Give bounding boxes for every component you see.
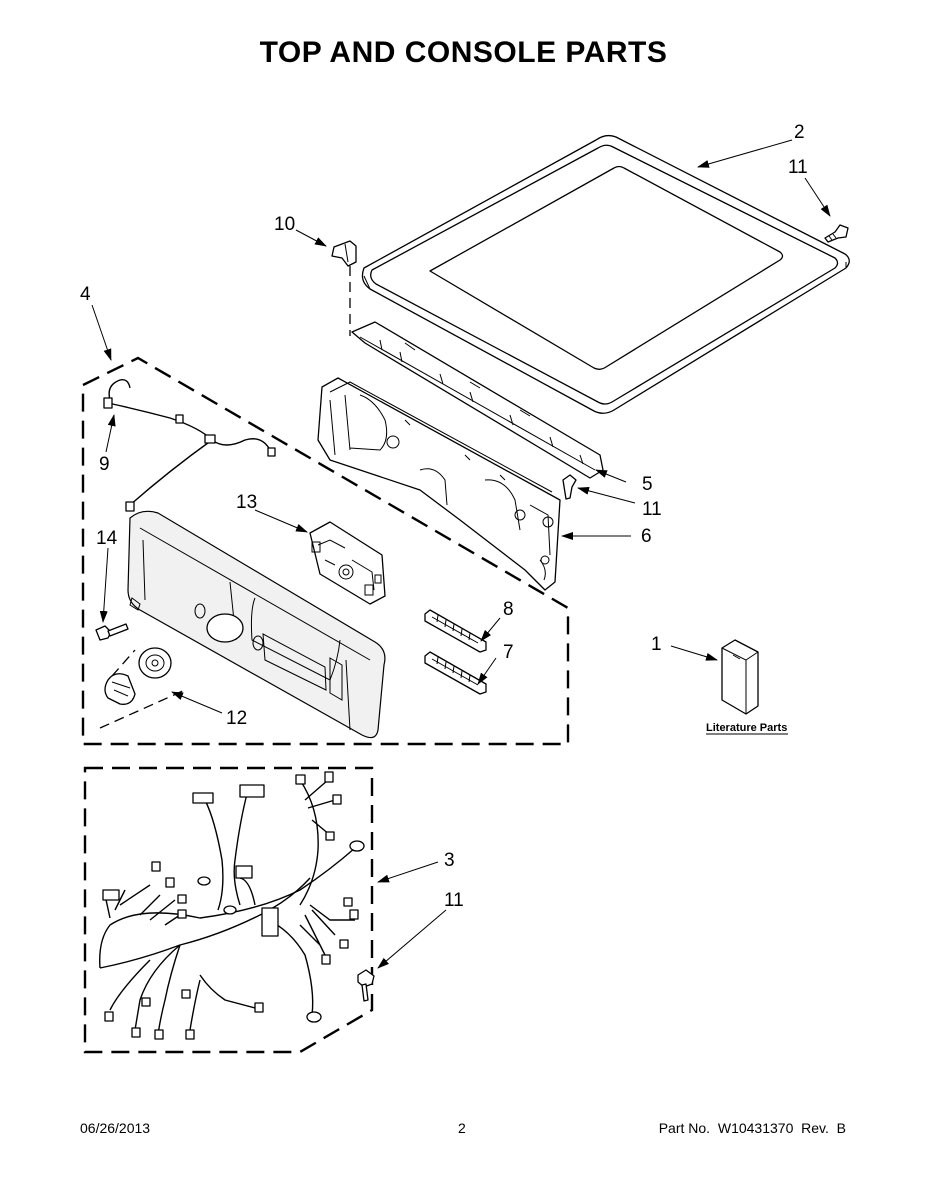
knob-assembly [99, 647, 186, 729]
footer-part-number: Part No. W10431370 Rev. B [658, 1120, 846, 1136]
callout-12: 12 [226, 708, 247, 729]
literature-parts-label: Literature Parts [706, 722, 787, 734]
console-panel-frame [317, 377, 561, 591]
footer-date: 06/26/2013 [80, 1120, 151, 1136]
console-group-border [81, 356, 570, 746]
ribbon-cables [424, 609, 487, 695]
callout-13: 13 [236, 492, 257, 513]
top-panel [361, 134, 850, 414]
page-title: TOP AND CONSOLE PARTS [259, 36, 668, 69]
screw-top [824, 224, 849, 243]
callout-7: 7 [503, 642, 514, 663]
hinge-clip [331, 240, 357, 267]
callout-1: 1 [651, 634, 662, 655]
callout-4: 4 [80, 284, 91, 305]
screw-harness [357, 969, 375, 1002]
main-wire-harness [99, 771, 365, 1040]
screw-console [562, 474, 577, 500]
dispenser-wire-harness [103, 378, 276, 512]
harness-group-border [83, 766, 374, 1054]
callout-arrows [91, 139, 831, 969]
console-panel [127, 510, 386, 739]
footer-page-number: 2 [458, 1120, 466, 1136]
callout-5: 5 [642, 474, 653, 495]
callout-10: 10 [274, 214, 295, 235]
callout-2: 2 [794, 122, 805, 143]
callout-9: 9 [99, 454, 110, 475]
callout-11-harness: 11 [444, 890, 464, 911]
callout-11-console: 11 [642, 499, 662, 520]
callout-6: 6 [641, 526, 652, 547]
electronic-control-board [309, 521, 386, 605]
callout-14: 14 [96, 528, 118, 549]
callout-11-top: 11 [788, 157, 808, 178]
callout-8: 8 [503, 599, 514, 620]
literature-booklet [721, 639, 759, 715]
screw-console-side [95, 623, 129, 641]
callout-3: 3 [444, 850, 455, 871]
